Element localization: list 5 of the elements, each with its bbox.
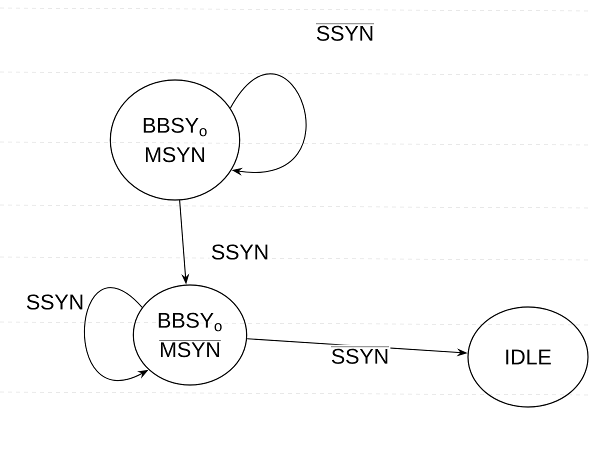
edge-label: SSYN xyxy=(330,344,390,366)
arrow xyxy=(230,74,306,176)
edge-label: SSYN xyxy=(210,243,270,261)
edge-label: SSYN xyxy=(314,22,376,42)
edge-label: SSYN xyxy=(24,293,86,311)
